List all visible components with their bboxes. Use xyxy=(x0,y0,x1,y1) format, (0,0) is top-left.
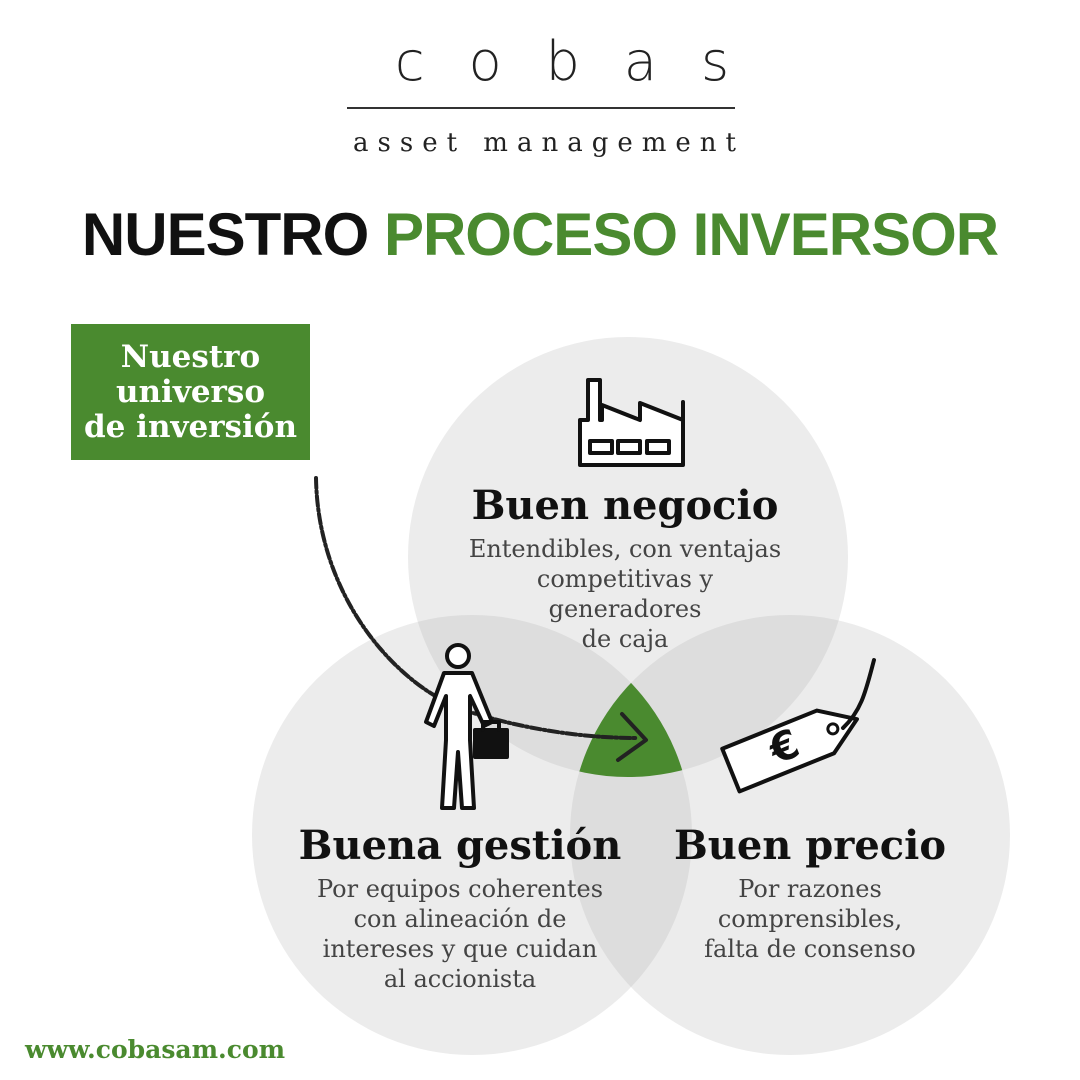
desc-line: competitivas y xyxy=(536,565,714,593)
brand-logo-subtitle: asset management xyxy=(353,128,745,158)
desc-line: de caja xyxy=(581,625,669,653)
desc-line: comprensibles, xyxy=(717,905,903,933)
businessman-icon xyxy=(424,643,509,810)
desc-buen-precio: Por razones comprensibles, falta de cons… xyxy=(650,874,970,964)
overlap-top-left xyxy=(408,615,692,777)
desc-line: con alineación de xyxy=(353,905,567,933)
euro-price-tag-icon: € xyxy=(720,658,876,794)
title-part-green: PROCESO INVERSOR xyxy=(383,201,999,268)
arrow-head xyxy=(616,712,648,762)
overlap-top-right xyxy=(570,615,848,777)
label-buena-gestion: Buena gestión Por equipos coherentes con… xyxy=(270,822,650,994)
universe-line-3: de inversión xyxy=(83,408,298,445)
desc-line: Por razones xyxy=(738,875,882,903)
title-part-black: NUESTRO xyxy=(81,201,369,268)
desc-line: Entendibles, con ventajas xyxy=(468,535,782,563)
brand-logo-name: cobas xyxy=(394,30,774,93)
universe-line-1: Nuestro xyxy=(120,338,261,375)
title-buen-precio: Buen precio xyxy=(673,822,947,869)
title-buen-negocio: Buen negocio xyxy=(471,482,779,529)
desc-line: generadores xyxy=(548,595,702,623)
desc-line: intereses y que cuidan xyxy=(322,935,598,963)
universe-line-2: universo xyxy=(115,373,266,410)
label-buen-negocio: Buen negocio Entendibles, con ventajas c… xyxy=(420,482,830,654)
desc-buena-gestion: Por equipos coherentes con alineación de… xyxy=(270,874,650,994)
factory-icon xyxy=(578,378,685,467)
desc-line: Por equipos coherentes xyxy=(316,875,604,903)
brand-divider xyxy=(347,107,735,109)
label-buen-precio: Buen precio Por razones comprensibles, f… xyxy=(650,822,970,964)
desc-line: al accionista xyxy=(383,965,537,993)
title-buena-gestion: Buena gestión xyxy=(298,822,622,869)
desc-buen-negocio: Entendibles, con ventajas competitivas y… xyxy=(420,534,830,654)
page-title: NUESTRO PROCESO INVERSOR xyxy=(0,200,1080,269)
universe-box: Nuestro universo de inversión xyxy=(71,324,310,460)
desc-line: falta de consenso xyxy=(704,935,916,963)
website-link[interactable]: www.cobasam.com xyxy=(25,1035,286,1064)
